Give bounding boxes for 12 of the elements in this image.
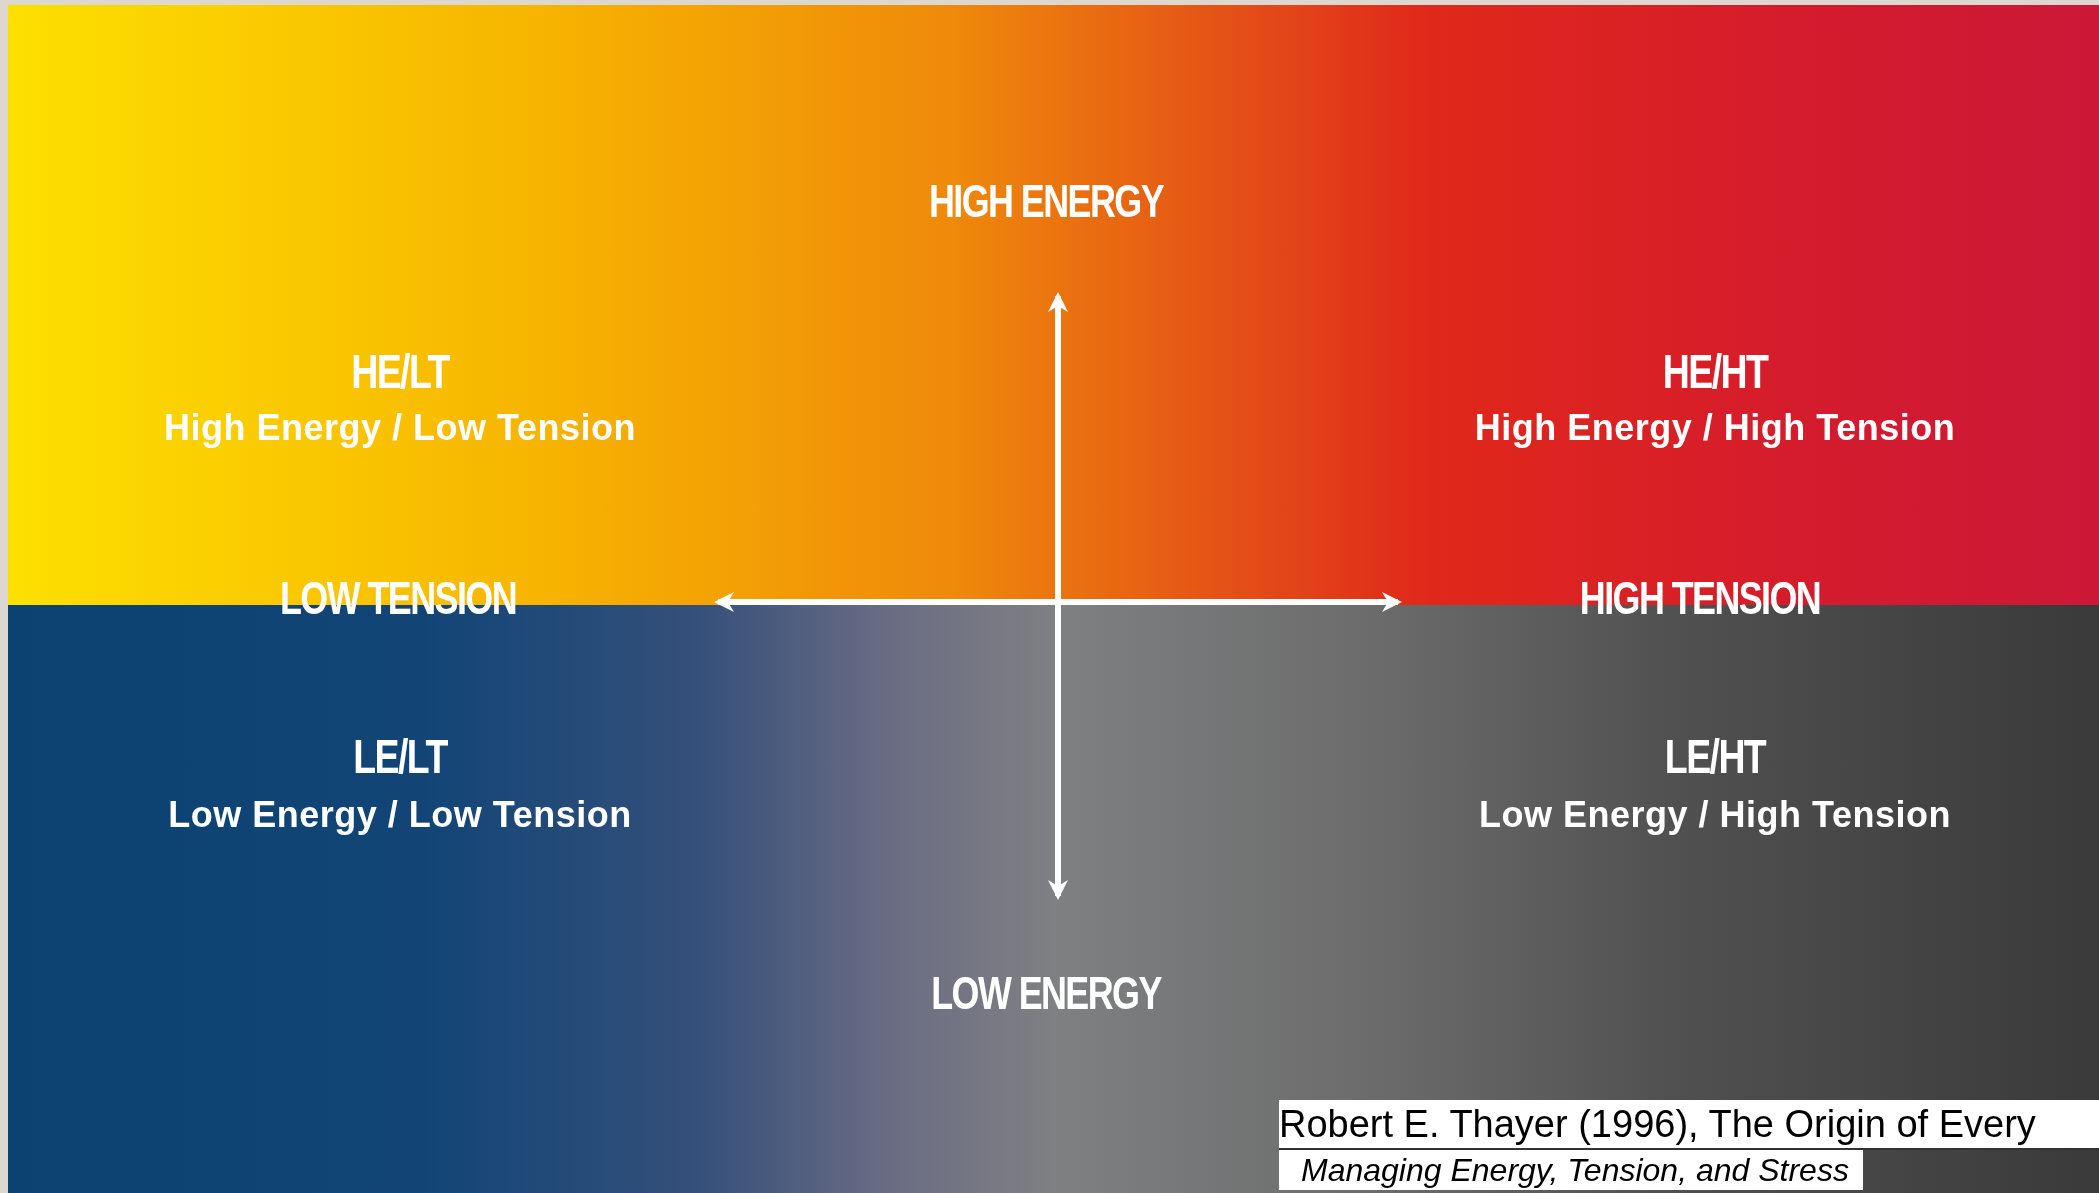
- citation-text: Robert E. Thayer (1996), The Origin of Every: [1279, 1100, 2099, 1150]
- quadrant-code: HE/LT: [351, 343, 449, 399]
- citation-text: Managing Energy, Tension, and Stress: [1279, 1150, 1863, 1190]
- quadrant-code: LE/HT: [1664, 728, 1766, 784]
- quadrant-code: LE/LT: [353, 728, 447, 784]
- quadrant-description: Low Energy / High Tension: [1479, 794, 1951, 836]
- quadrant-code: HE/HT: [1662, 343, 1768, 399]
- quadrant-description: Low Energy / Low Tension: [168, 794, 632, 836]
- axis-label: LOW ENERGY: [931, 966, 1161, 1020]
- quadrant-description: High Energy / High Tension: [1474, 407, 1956, 449]
- axis-label: HIGH ENERGY: [929, 174, 1163, 228]
- quadrant-description: High Energy / Low Tension: [164, 407, 636, 449]
